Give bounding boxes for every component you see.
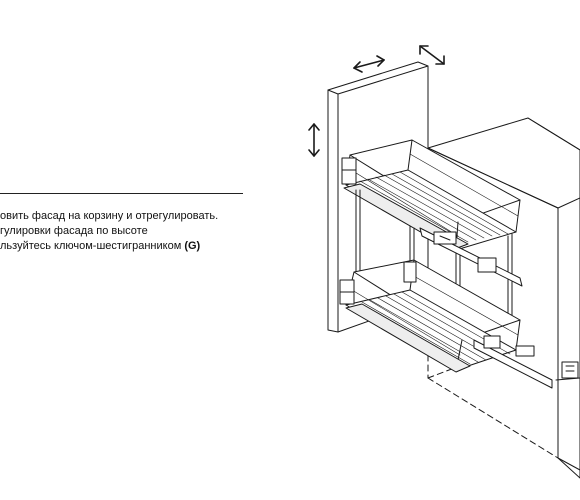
double-arrow-diagonal-icon [419,45,445,65]
double-arrow-vertical-icon [308,123,320,157]
instruction-line-3: льзуйтесь ключом-шестигранником (G) [0,239,270,254]
instruction-line-2: гулировки фасада по высоте [0,225,148,237]
tool-label: (G) [184,240,201,252]
lower-slide-rail [473,335,580,389]
instruction-line-3-text: льзуйтесь ключом-шестигранником [0,240,182,252]
instruction-text: овить фасад на корзину и отрегулировать.… [0,209,270,254]
section-divider [0,193,243,194]
lower-basket [339,259,521,373]
instruction-line-1: овить фасад на корзину и отрегулировать. [0,210,219,222]
upper-slide-rail [419,227,523,287]
double-arrow-horizontal-icon [353,55,385,73]
